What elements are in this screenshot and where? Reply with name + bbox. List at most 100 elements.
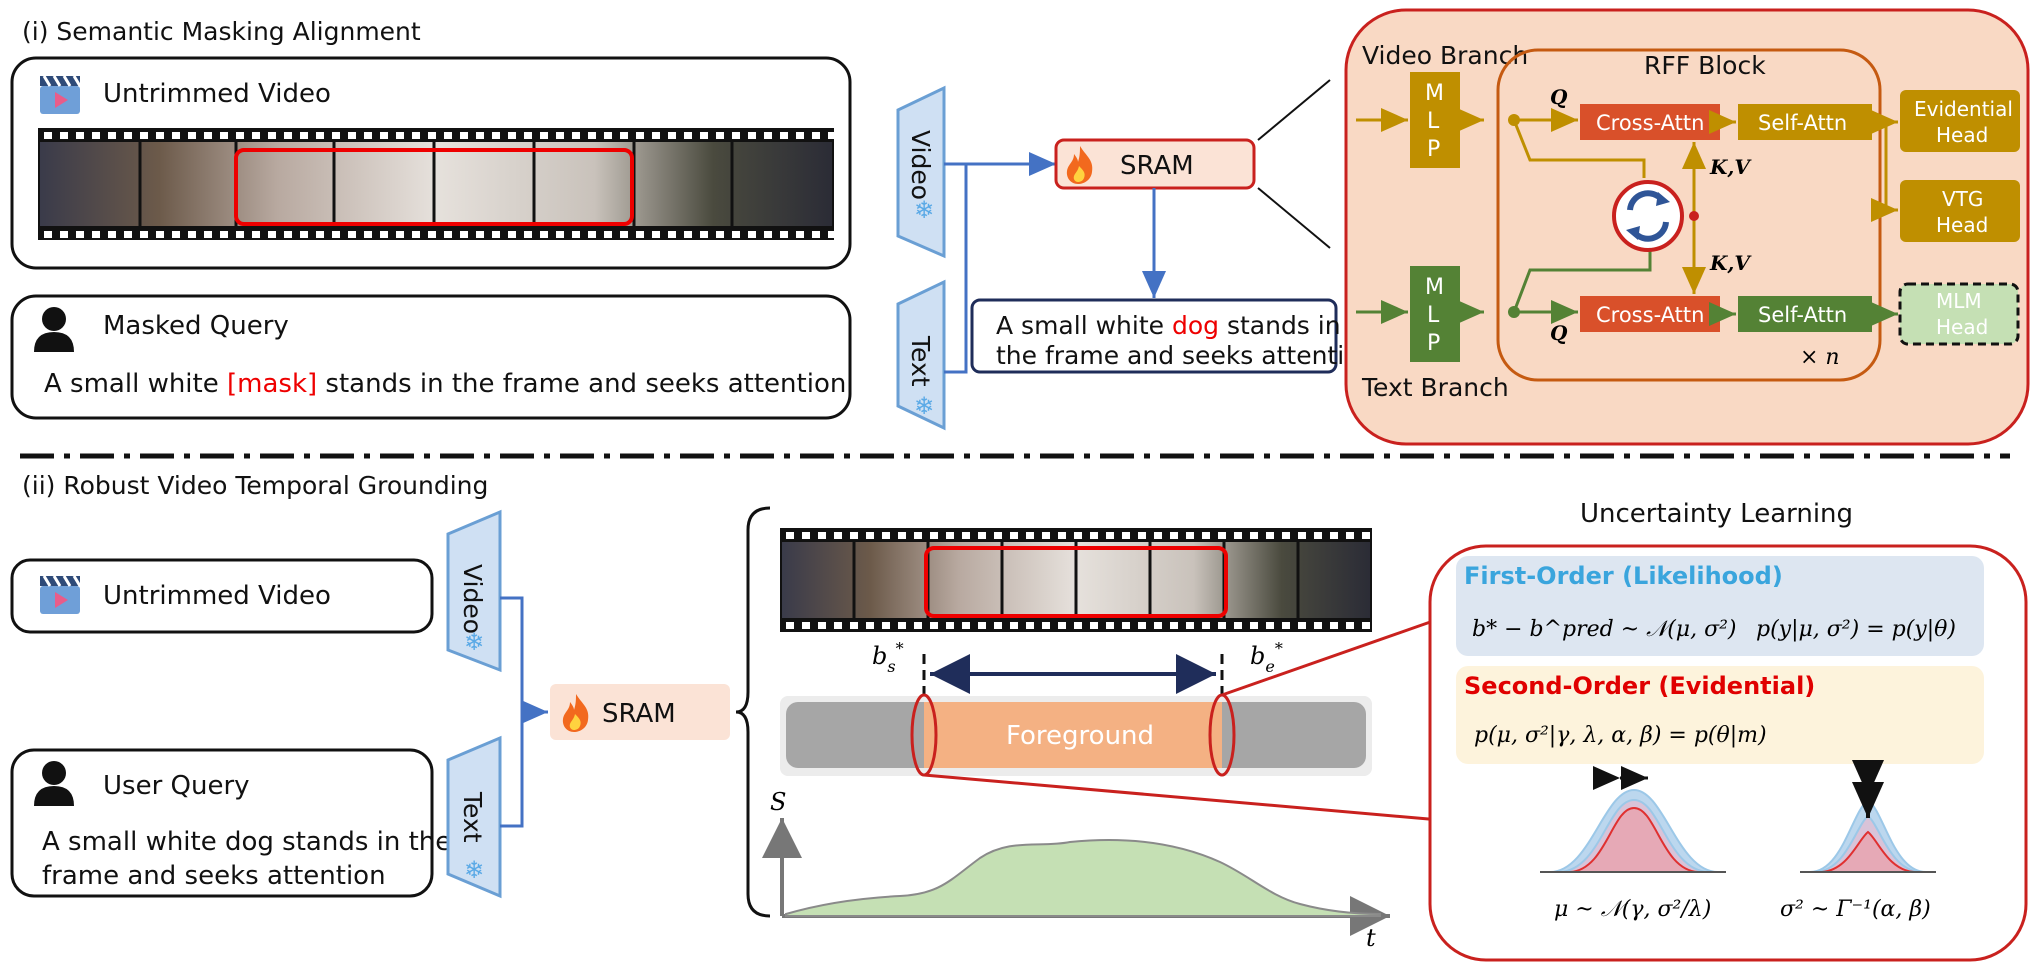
film-sprocket-hole (236, 231, 244, 238)
film-sprocket-hole (1362, 532, 1370, 539)
film-sprocket-hole (652, 132, 660, 139)
film-sprocket-hole (92, 231, 100, 238)
top-video-label: Untrimmed Video (103, 79, 331, 109)
film-sprocket-hole (1026, 532, 1034, 539)
film-sprocket-hole (316, 132, 324, 139)
film-sprocket-hole (172, 132, 180, 139)
film-sprocket-hole (1026, 622, 1034, 629)
top-query-box (10, 294, 852, 420)
film-sprocket-hole (818, 622, 826, 629)
film-sprocket-hole (962, 622, 970, 629)
mlp-video (1410, 72, 1460, 168)
bottom-video-box (10, 558, 434, 634)
film-sprocket-hole (252, 132, 260, 139)
self-attn-video-label: Self-Attn (1758, 111, 1847, 135)
film-sprocket-hole (1298, 622, 1306, 629)
text-branch-label: Text Branch (1361, 373, 1509, 402)
film-sprocket-hole (124, 132, 132, 139)
film-sprocket-hole (636, 132, 644, 139)
film-sprocket-hole (1186, 532, 1194, 539)
user-query-line-2: frame and seeks attention (42, 861, 386, 891)
film-sprocket-hole (882, 622, 890, 629)
film-sprocket-hole (588, 132, 596, 139)
film-sprocket-hole (236, 132, 244, 139)
clapperboard-icon (40, 75, 82, 114)
film-sprocket-hole (60, 132, 68, 139)
film-sprocket-hole (540, 132, 548, 139)
fire-icon (1066, 146, 1093, 184)
film-sprocket-hole (156, 231, 164, 238)
film-sprocket-hole (92, 132, 100, 139)
film-sprocket-hole (1090, 532, 1098, 539)
film-sprocket-hole (748, 132, 756, 139)
bottom-film-strip (780, 528, 1372, 632)
foreground-segment (924, 702, 1222, 768)
film-sprocket-hole (476, 132, 484, 139)
film-sprocket-hole (780, 132, 788, 139)
film-sprocket-hole (1330, 622, 1338, 629)
film-sprocket-hole (1074, 622, 1082, 629)
reconstructed-line-2: the frame and seeks attention (996, 341, 1375, 370)
self-attn-text (1738, 296, 1872, 332)
film-sprocket-hole (1010, 622, 1018, 629)
film-sprocket-hole (44, 231, 52, 238)
film-sprocket-hole (476, 231, 484, 238)
film-sprocket-hole (284, 132, 292, 139)
film-sprocket-hole (732, 132, 740, 139)
film-sprocket-hole (636, 231, 644, 238)
film-sprocket-hole (764, 231, 772, 238)
film-sprocket-hole (508, 132, 516, 139)
film-sprocket-hole (1346, 532, 1354, 539)
first-order-title: First-Order (Likelihood) (1464, 562, 1783, 590)
film-sprocket-hole (1170, 532, 1178, 539)
film-sprocket-hole (156, 132, 164, 139)
film-sprocket-hole (348, 132, 356, 139)
film-sprocket-hole (108, 231, 116, 238)
film-sprocket-hole (668, 132, 676, 139)
film-sprocket-hole (1170, 622, 1178, 629)
film-sprocket-hole (572, 132, 580, 139)
mlp-video-m: M (1425, 81, 1444, 106)
film-sprocket-hole (1106, 532, 1114, 539)
film-sprocket-hole (460, 132, 468, 139)
bottom-sram-box (550, 684, 730, 740)
film-sprocket-hole (994, 622, 1002, 629)
film-sprocket-hole (700, 231, 708, 238)
film-sprocket-hole (124, 231, 132, 238)
film-sprocket-hole (914, 532, 922, 539)
film-sprocket-hole (332, 231, 340, 238)
film-sprocket-hole (444, 231, 452, 238)
second-order-box (1456, 666, 1984, 764)
second-order-title: Second-Order (Evidential) (1464, 672, 1815, 700)
film-sprocket-hole (428, 132, 436, 139)
film-sprocket-hole (1186, 622, 1194, 629)
mlp-video-l: L (1427, 109, 1440, 134)
film-sprocket-hole (220, 231, 228, 238)
film-sprocket-hole (764, 132, 772, 139)
film-sprocket-hole (428, 231, 436, 238)
film-sprocket-hole (1314, 532, 1322, 539)
masked-query-label: Masked Query (103, 311, 289, 341)
film-sprocket-hole (1154, 622, 1162, 629)
film-sprocket-hole (796, 231, 804, 238)
film-sprocket-hole (1234, 622, 1242, 629)
film-sprocket-hole (898, 532, 906, 539)
film-sprocket-hole (1330, 532, 1338, 539)
film-sprocket-hole (1106, 622, 1114, 629)
saliency-curve (785, 839, 1381, 917)
cycle-icon (1612, 180, 1684, 252)
film-sprocket-hole (76, 231, 84, 238)
film-sprocket-hole (1282, 622, 1290, 629)
snowflake-icon: ❄ (464, 856, 484, 884)
film-sprocket-hole (652, 231, 660, 238)
film-sprocket-hole (786, 622, 794, 629)
film-sprocket-hole (786, 532, 794, 539)
film-sprocket-hole (1058, 532, 1066, 539)
film-sprocket-hole (76, 132, 84, 139)
section-1-title: (i) Semantic Masking Alignment (22, 17, 421, 46)
film-sprocket-hole (812, 132, 820, 139)
film-sprocket-hole (1314, 622, 1322, 629)
film-sprocket-hole (962, 532, 970, 539)
first-order-box (1456, 556, 1984, 656)
bottom-video-label: Untrimmed Video (103, 581, 331, 611)
